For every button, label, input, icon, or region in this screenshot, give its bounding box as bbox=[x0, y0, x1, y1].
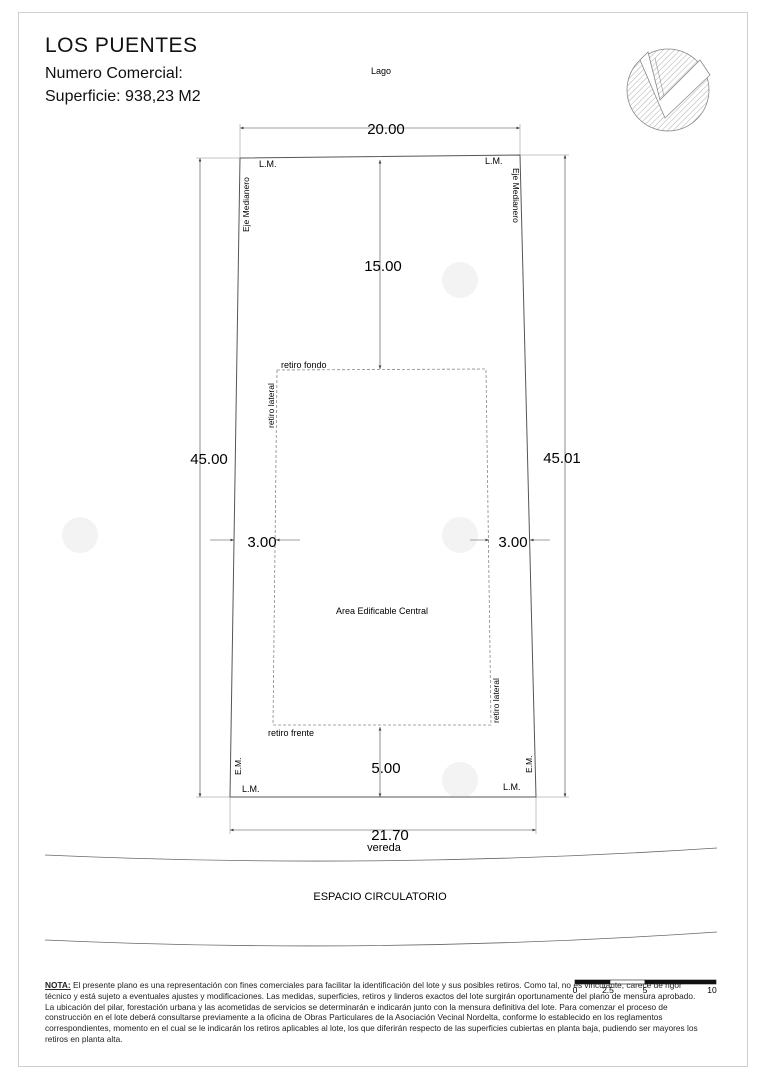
lago-label: Lago bbox=[371, 66, 391, 76]
sheet-frame bbox=[18, 12, 748, 1067]
retiro-fondo-label: retiro fondo bbox=[281, 360, 327, 370]
scale-tick-3: 10 bbox=[707, 985, 717, 995]
em-left-label: E.M. bbox=[233, 758, 243, 775]
vereda-label: vereda bbox=[367, 842, 402, 854]
road-edge-line bbox=[44, 931, 718, 947]
superficie-label: Superficie: 938,23 M2 bbox=[45, 88, 201, 105]
disclaimer-note: NOTA: El presente plano es una represent… bbox=[45, 980, 705, 1045]
watermark-logo-icon bbox=[62, 262, 478, 798]
lm-bottom-right-label: L.M. bbox=[503, 782, 521, 792]
eje-medianero-left-label: Eje Medianero bbox=[241, 177, 251, 232]
numero-comercial-label: Numero Comercial: bbox=[45, 65, 183, 82]
retiro-lateral-right-value: 3.00 bbox=[498, 534, 527, 551]
eje-medianero-right-label: Eje Medianero bbox=[511, 168, 521, 223]
scale-tick-1: 2.5 bbox=[602, 985, 614, 995]
lm-top-right-label: L.M. bbox=[485, 156, 503, 166]
scale-tick-2: 5 bbox=[643, 985, 648, 995]
retiro-fondo-value: 15.00 bbox=[364, 258, 402, 275]
buildable-area-boundary bbox=[272, 368, 492, 726]
retiro-frente-value: 5.00 bbox=[371, 760, 400, 777]
left-depth-value: 45.00 bbox=[190, 451, 228, 468]
north-arrow-icon bbox=[626, 48, 711, 132]
top-width-value: 20.00 bbox=[367, 121, 405, 138]
right-depth-value: 45.01 bbox=[543, 450, 581, 467]
retiro-frente-label: retiro frente bbox=[268, 728, 314, 738]
scale-tick-0: 0 bbox=[573, 985, 578, 995]
retiro-lateral-right-label: retiro lateral bbox=[491, 678, 501, 723]
retiro-lateral-left-value: 3.00 bbox=[247, 534, 276, 551]
espacio-circulatorio-label: ESPACIO CIRCULATORIO bbox=[313, 891, 447, 903]
area-edificable-label: Area Edificable Central bbox=[336, 606, 428, 616]
scale-bar: 0 2.5 5 10 bbox=[573, 979, 717, 995]
retiro-lateral-left-label: retiro lateral bbox=[266, 383, 276, 428]
vereda-line bbox=[44, 847, 718, 862]
em-right-label: E.M. bbox=[524, 756, 534, 773]
note-label: NOTA: bbox=[45, 980, 71, 990]
bottom-width-value: 21.70 bbox=[371, 827, 409, 844]
note-text: El presente plano es una representación … bbox=[45, 980, 698, 1044]
page-title: LOS PUENTES bbox=[45, 34, 198, 57]
lm-top-left-label: L.M. bbox=[259, 159, 277, 169]
lm-bottom-left-label: L.M. bbox=[242, 784, 260, 794]
